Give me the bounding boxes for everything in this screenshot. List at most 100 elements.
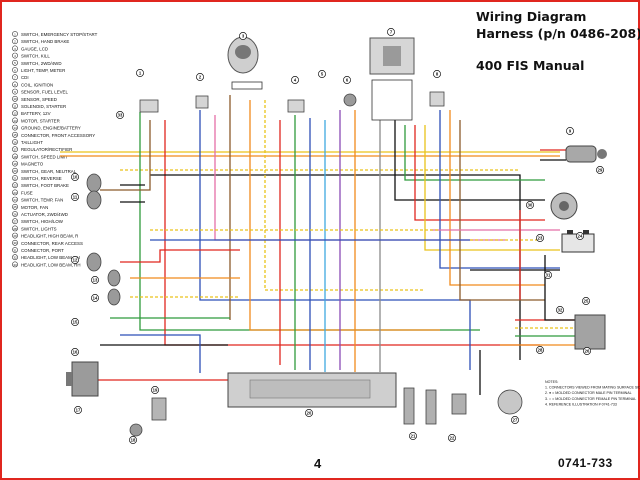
headlight-left bbox=[86, 173, 121, 306]
legend-item: TAILLIGHT bbox=[21, 140, 43, 145]
callout-number: 22 bbox=[450, 436, 455, 441]
callout-number: 24 bbox=[578, 234, 583, 239]
callout-number: 26 bbox=[585, 349, 590, 354]
title-block: Wiring Diagram Harness (p/n 0486-208) 40… bbox=[476, 8, 640, 73]
legend-marker bbox=[12, 45, 18, 52]
legend-item: MAGNETO bbox=[21, 162, 44, 167]
legend-item: SWITCH, GEAR, NEUTRAL bbox=[21, 169, 77, 174]
note-line: 4. REFERENCE ILLUSTRATION # 0741-733 bbox=[545, 402, 617, 406]
legend-number: 22 bbox=[13, 184, 17, 188]
legend-number: 23 bbox=[13, 191, 17, 195]
legend-marker bbox=[12, 182, 18, 189]
callout-number: 2 bbox=[199, 75, 202, 80]
legend-marker bbox=[12, 52, 18, 59]
legend-marker bbox=[12, 211, 18, 217]
legend-number: 25 bbox=[13, 205, 17, 209]
legend-item: CDI bbox=[21, 75, 29, 80]
note-line: 2. ● = MOLDED CONNECTOR MALE PIN TERMINA… bbox=[545, 391, 632, 395]
wire-brown bbox=[459, 120, 545, 301]
callout-number: 18 bbox=[131, 438, 136, 443]
callout-marker bbox=[71, 318, 79, 326]
legend-marker bbox=[12, 124, 18, 131]
legend-item: SWITCH, REVERSE bbox=[21, 176, 62, 181]
legend-number: 30 bbox=[13, 241, 17, 245]
legend-item: SWITCH, LIGHTS bbox=[21, 226, 57, 231]
legend-marker bbox=[12, 110, 18, 117]
legend-number: 10 bbox=[13, 97, 17, 101]
components bbox=[66, 36, 607, 437]
legend-number: 12 bbox=[13, 112, 17, 116]
legend-number: 28 bbox=[13, 227, 17, 231]
legend-item: SWITCH, 2WD/4WD bbox=[21, 61, 62, 66]
title-line-3: 400 FIS Manual bbox=[476, 58, 585, 73]
callout-marker bbox=[566, 127, 574, 135]
legend-item: SENSOR, FUEL LEVEL bbox=[21, 90, 68, 95]
legend-marker bbox=[12, 146, 18, 153]
legend-marker bbox=[12, 189, 18, 196]
callout-number: 6 bbox=[346, 78, 349, 83]
callout-marker bbox=[596, 166, 604, 174]
callout-marker bbox=[511, 416, 519, 424]
callout-number: 23 bbox=[538, 236, 543, 241]
wire-black bbox=[394, 120, 545, 201]
callout-marker bbox=[71, 193, 79, 201]
legend-item: REGULATOR/RECTIFIER bbox=[21, 147, 72, 152]
legend-item: CONNECTOR, PORT bbox=[21, 248, 64, 253]
legend-number: 16 bbox=[13, 140, 17, 144]
top-switches bbox=[139, 91, 445, 113]
callout-number: 25 bbox=[584, 299, 589, 304]
legend-item: COIL, IGNITION bbox=[21, 82, 53, 87]
callout-number: 1 bbox=[139, 71, 142, 76]
legend-number: 33 bbox=[13, 263, 17, 267]
callout-marker bbox=[305, 409, 313, 417]
legend-marker bbox=[12, 59, 18, 66]
callout-marker bbox=[239, 32, 247, 40]
callout-number: 21 bbox=[411, 434, 416, 439]
callout-marker bbox=[582, 297, 590, 305]
legend-number: 4 bbox=[14, 54, 16, 58]
legend-marker bbox=[12, 225, 18, 232]
legend-item: MOTOR, STARTER bbox=[21, 118, 60, 123]
callout-marker bbox=[136, 69, 144, 77]
callout-number: 4 bbox=[294, 78, 297, 83]
title-line-2: Harness (p/n 0486-208) bbox=[476, 26, 640, 41]
callout-number: 10 bbox=[73, 175, 78, 180]
battery bbox=[561, 230, 595, 253]
legend-item: SWITCH, KILL bbox=[21, 54, 50, 59]
callout-number: 19 bbox=[153, 388, 158, 393]
page-number: 4 bbox=[314, 456, 322, 471]
legend-marker bbox=[12, 139, 18, 145]
regulator-rectifier bbox=[66, 361, 99, 397]
callout-marker bbox=[71, 256, 79, 264]
legend-number: 29 bbox=[13, 234, 17, 238]
callout-number: 14 bbox=[93, 296, 98, 301]
legend-number: 5 bbox=[14, 61, 16, 65]
legend-item: FUSE bbox=[21, 190, 33, 195]
wire-orange bbox=[449, 110, 545, 286]
wire-red bbox=[120, 249, 240, 263]
legend-number: 20 bbox=[13, 169, 17, 173]
legend-number: 6 bbox=[14, 68, 16, 72]
legend-item: BATTERY, 12V bbox=[21, 111, 51, 116]
legend-item: HEADLIGHT, LOW BEAM, RH bbox=[21, 262, 81, 267]
legend-number: 24 bbox=[13, 198, 17, 202]
notes-block: NOTES:1. CONNECTORS VIEWED FROM MATING S… bbox=[545, 380, 640, 406]
wire-orange bbox=[249, 100, 440, 331]
legend-item: SWITCH, EMERGENCY STOP/START bbox=[21, 32, 98, 37]
callout-marker bbox=[116, 111, 124, 119]
legend-marker bbox=[12, 196, 18, 203]
legend-item: HEADLIGHT, HIGH BEAM, R bbox=[21, 234, 78, 239]
callout-number: 5 bbox=[321, 72, 324, 77]
callout-marker bbox=[556, 306, 564, 314]
legend-marker bbox=[12, 247, 18, 253]
legend-marker bbox=[12, 31, 18, 37]
main-harness-connector bbox=[227, 372, 397, 408]
legend-marker bbox=[12, 239, 18, 246]
callout-number: 17 bbox=[76, 408, 81, 413]
legend-item: MOTOR, FAN bbox=[21, 205, 48, 210]
legend-item: ACTUATOR, 2WD/4WD bbox=[21, 212, 68, 217]
legend-number: 8 bbox=[14, 83, 16, 87]
callout-marker bbox=[409, 432, 417, 440]
callout-number: 16 bbox=[73, 350, 78, 355]
